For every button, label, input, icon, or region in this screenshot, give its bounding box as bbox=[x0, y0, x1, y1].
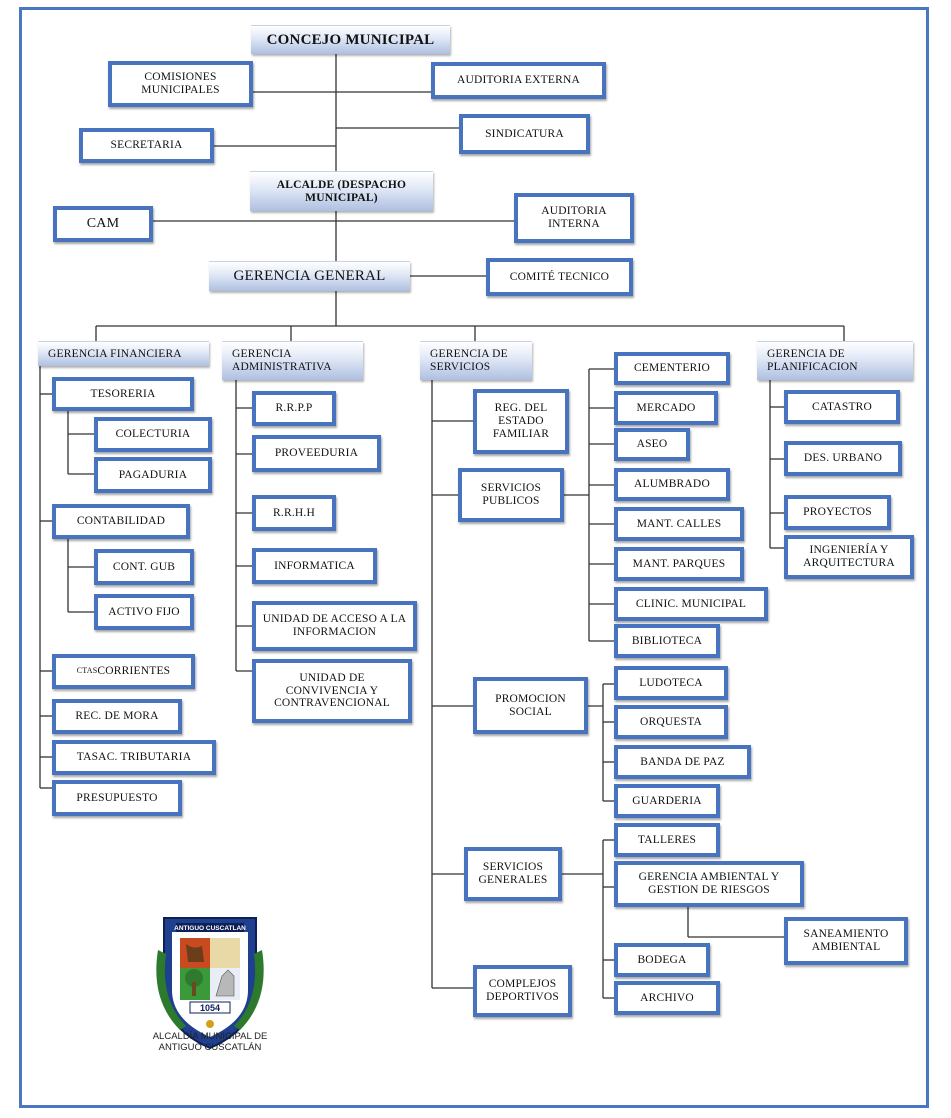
archivo-node: ARCHIVO bbox=[614, 981, 720, 1015]
saneamiento-ambiental-node: SANEAMIENTO AMBIENTAL bbox=[784, 917, 908, 965]
gerencia-financiera-header: GERENCIA FINANCIERA bbox=[38, 341, 209, 366]
rec-mora-node: REC. DE MORA bbox=[52, 699, 182, 734]
logo-caption-line2: ANTIGUO CUSCATLÁN bbox=[158, 1041, 262, 1053]
talleres-node: TALLERES bbox=[614, 823, 720, 857]
des-urbano-node: DES. URBANO bbox=[784, 441, 902, 476]
banda-de-paz-node: BANDA DE PAZ bbox=[614, 745, 751, 779]
page-frame bbox=[19, 7, 929, 1108]
informatica-node: INFORMATICA bbox=[252, 548, 377, 584]
presupuesto-node: PRESUPUESTO bbox=[52, 780, 182, 816]
unidad-acceso-informacion-node: UNIDAD DE ACCESO A LA INFORMACION bbox=[252, 601, 417, 651]
gerencia-ambiental-node: GERENCIA AMBIENTAL Y GESTION DE RIESGOS bbox=[614, 861, 804, 907]
gerencia-servicios-header: GERENCIA DE SERVICIOS bbox=[420, 341, 532, 380]
servicios-generales-node: SERVICIOS GENERALES bbox=[464, 847, 562, 901]
mercado-node: MERCADO bbox=[614, 391, 718, 425]
mant-parques-node: MANT. PARQUES bbox=[614, 547, 744, 581]
proyectos-node: PROYECTOS bbox=[784, 495, 891, 530]
mant-calles-node: MANT. CALLES bbox=[614, 507, 744, 541]
alcalde-node: ALCALDE (DESPACHO MUNICIPAL) bbox=[250, 171, 433, 211]
bodega-node: BODEGA bbox=[614, 943, 710, 977]
guarderia-node: GUARDERIA bbox=[614, 784, 720, 818]
proveeduria-node: PROVEEDURIA bbox=[252, 435, 381, 472]
pagaduria-node: PAGADURIA bbox=[94, 457, 212, 493]
ingenieria-arquitectura-node: INGENIERÍA Y ARQUITECTURA bbox=[784, 535, 914, 579]
reg-estado-familiar-node: REG. DEL ESTADO FAMILIAR bbox=[473, 389, 569, 454]
rrpp-node: R.R.P.P bbox=[252, 391, 336, 426]
unidad-convivencia-node: UNIDAD DE CONVIVENCIA Y CONTRAVENCIONAL bbox=[252, 659, 412, 723]
activo-fijo-node: ACTIVO FIJO bbox=[94, 594, 194, 630]
seal-year-text: 1054 bbox=[200, 1003, 220, 1013]
orquesta-node: ORQUESTA bbox=[614, 705, 728, 739]
secretaria-node: SECRETARIA bbox=[79, 128, 214, 163]
cementerio-node: CEMENTERIO bbox=[614, 352, 730, 385]
rrhh-node: R.R.H.H bbox=[252, 495, 336, 531]
promocion-social-node: PROMOCION SOCIAL bbox=[473, 677, 588, 734]
municipal-seal-logo: ANTIGUO CUSCATLAN 1054 bbox=[156, 917, 264, 1050]
alumbrado-node: ALUMBRADO bbox=[614, 468, 730, 501]
auditoria-externa-node: AUDITORIA EXTERNA bbox=[431, 62, 606, 99]
ctas-small-label: CTAS bbox=[76, 666, 98, 676]
gerencia-planificacion-header: GERENCIA DE PLANIFICACION bbox=[757, 341, 913, 380]
clinic-municipal-node: CLINIC. MUNICIPAL bbox=[614, 587, 768, 621]
biblioteca-node: BIBLIOTECA bbox=[614, 624, 720, 658]
colecturia-node: COLECTURIA bbox=[94, 417, 212, 452]
ctas-corrientes-node: CTAS CORRIENTES bbox=[52, 654, 195, 689]
aseo-node: ASEO bbox=[614, 428, 690, 461]
complejos-deportivos-node: COMPLEJOS DEPORTIVOS bbox=[473, 965, 572, 1017]
tasac-tributaria-node: TASAC. TRIBUTARIA bbox=[52, 740, 216, 775]
logo-caption-line1: ALCALDÍA MUNICIPAL DE bbox=[152, 1031, 268, 1042]
sindicatura-node: SINDICATURA bbox=[459, 114, 590, 154]
ludoteca-node: LUDOTECA bbox=[614, 666, 728, 700]
auditoria-interna-node: AUDITORIA INTERNA bbox=[514, 193, 634, 243]
ctas-rest-label: CORRIENTES bbox=[97, 665, 171, 678]
gerencia-administrativa-header: GERENCIA ADMINISTRATIVA bbox=[222, 341, 363, 380]
servicios-publicos-node: SERVICIOS PUBLICOS bbox=[458, 468, 564, 522]
tesoreria-node: TESORERIA bbox=[52, 377, 194, 411]
cam-node: CAM bbox=[53, 206, 153, 242]
gerencia-general-node: GERENCIA GENERAL bbox=[209, 261, 410, 291]
seal-banner-text: ANTIGUO CUSCATLAN bbox=[174, 925, 246, 932]
contabilidad-node: CONTABILIDAD bbox=[52, 504, 190, 539]
catastro-node: CATASTRO bbox=[784, 390, 900, 424]
comite-tecnico-node: COMITÉ TECNICO bbox=[486, 258, 633, 296]
comisiones-municipales-node: COMISIONES MUNICIPALES bbox=[108, 61, 253, 107]
cont-gub-node: CONT. GUB bbox=[94, 549, 194, 585]
logo-caption: ALCALDÍA MUNICIPAL DE ANTIGUO CUSCATLÁN bbox=[130, 1031, 290, 1054]
concejo-municipal-node: CONCEJO MUNICIPAL bbox=[251, 25, 450, 54]
